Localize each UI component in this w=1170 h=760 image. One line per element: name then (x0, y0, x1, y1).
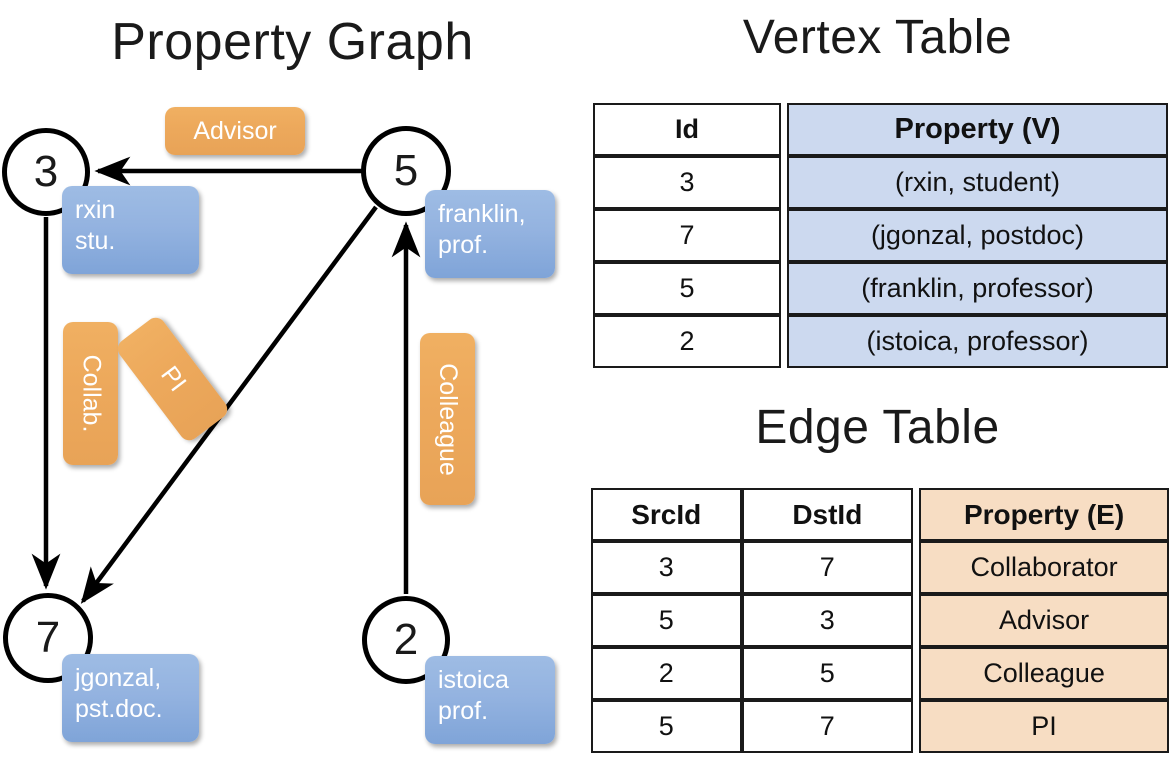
vertex-table-cell-property: (franklin, professor) (787, 262, 1168, 315)
page-title-property-graph: Property Graph (111, 13, 474, 71)
table-header-row: SrcId DstId Property (E) (591, 488, 1169, 541)
edge-table-cell-property: Advisor (919, 594, 1169, 647)
vertex-property-jgonzal-line2: pst.doc. (75, 694, 163, 723)
edge-table-cell-property: Collaborator (919, 541, 1169, 594)
vertex-table-cell-id: 5 (593, 262, 781, 315)
table-header-row: Id Property (V) (593, 103, 1168, 156)
vertex-table-cell-property: (rxin, student) (787, 156, 1168, 209)
edge-table-cell-dstid: 5 (741, 647, 914, 700)
vertex-node-3-label: 3 (33, 147, 59, 196)
vertex-property-istoica-line2: prof. (438, 696, 489, 725)
edge-table-cell-dstid: 3 (741, 594, 914, 647)
page-title-edge-table: Edge Table (755, 401, 1000, 454)
table-row: 3 (rxin, student) (593, 156, 1168, 209)
vertex-node-2-label: 2 (393, 615, 419, 664)
vertex-node-7-label: 7 (35, 613, 61, 662)
vertex-table-cell-id: 2 (593, 315, 781, 368)
vertex-table-cell-property: (istoica, professor) (787, 315, 1168, 368)
vertex-property-rxin-line1: rxin (75, 196, 116, 224)
edge-table-cell-srcid: 3 (591, 541, 742, 594)
page-title-vertex-table: Vertex Table (742, 11, 1013, 64)
vertex-table-header-id: Id (593, 103, 781, 156)
edge-table-cell-property: Colleague (919, 647, 1169, 700)
vertex-node-2[interactable]: 2 (362, 596, 450, 684)
vertex-property-franklin-line2: prof. (438, 230, 489, 259)
edge-table-cell-srcid: 2 (591, 647, 742, 700)
table-row: 2 5 Colleague (591, 647, 1169, 700)
table-row: 5 3 Advisor (591, 594, 1169, 647)
vertex-property-box-rxin[interactable]: rxin stu. (62, 186, 199, 274)
edge-label-advisor[interactable]: Advisor (165, 107, 305, 155)
edge-table-cell-property: PI (919, 700, 1169, 753)
vertex-property-box-istoica[interactable]: istoica prof. (425, 656, 555, 744)
table-row: 3 7 Collaborator (591, 541, 1169, 594)
edge-table-cell-dstid: 7 (741, 700, 914, 753)
vertex-property-jgonzal-line1: jgonzal, (75, 664, 162, 692)
edge-table: SrcId DstId Property (E) 3 7 Collaborato… (591, 488, 1169, 753)
vertex-table-cell-property: (jgonzal, postdoc) (787, 209, 1168, 262)
edge-table-cell-dstid: 7 (741, 541, 914, 594)
vertex-property-franklin-line1: franklin, (438, 200, 526, 228)
edge-label-advisor-text: Advisor (193, 116, 277, 145)
table-row: 2 (istoica, professor) (593, 315, 1168, 368)
property-graph-panel: Property Graph 3 5 7 2 rxin stu. frankli… (2, 13, 555, 744)
edge-label-colleague[interactable]: Colleague (420, 333, 475, 505)
vertex-table-cell-id: 7 (593, 209, 781, 262)
edge-table-cell-srcid: 5 (591, 700, 742, 753)
vertex-property-box-franklin[interactable]: franklin, prof. (425, 190, 555, 278)
edge-table-header-property: Property (E) (919, 488, 1169, 541)
vertex-property-box-jgonzal[interactable]: jgonzal, pst.doc. (62, 654, 199, 742)
edge-table-header-dstid: DstId (741, 488, 914, 541)
vertex-property-istoica-line1: istoica (438, 666, 509, 694)
vertex-node-5[interactable]: 5 (361, 126, 451, 216)
edge-label-collab[interactable]: Collab. (63, 322, 118, 465)
vertex-node-5-label: 5 (393, 146, 419, 195)
edge-label-collab-text: Collab. (77, 354, 106, 433)
edge-label-colleague-text: Colleague (434, 362, 462, 476)
table-row: 7 (jgonzal, postdoc) (593, 209, 1168, 262)
edge-label-pi-text: PI (154, 360, 192, 397)
vertex-table: Id Property (V) 3 (rxin, student) 7 (jgo… (593, 103, 1168, 368)
table-row: 5 7 PI (591, 700, 1169, 753)
table-row: 5 (franklin, professor) (593, 262, 1168, 315)
edge-table-header-srcid: SrcId (591, 488, 742, 541)
vertex-table-header-property: Property (V) (787, 103, 1168, 156)
edge-table-cell-srcid: 5 (591, 594, 742, 647)
vertex-table-cell-id: 3 (593, 156, 781, 209)
vertex-property-rxin-line2: stu. (75, 226, 116, 255)
graph-edges (31, 156, 421, 604)
edge-5-to-7 (80, 205, 378, 604)
